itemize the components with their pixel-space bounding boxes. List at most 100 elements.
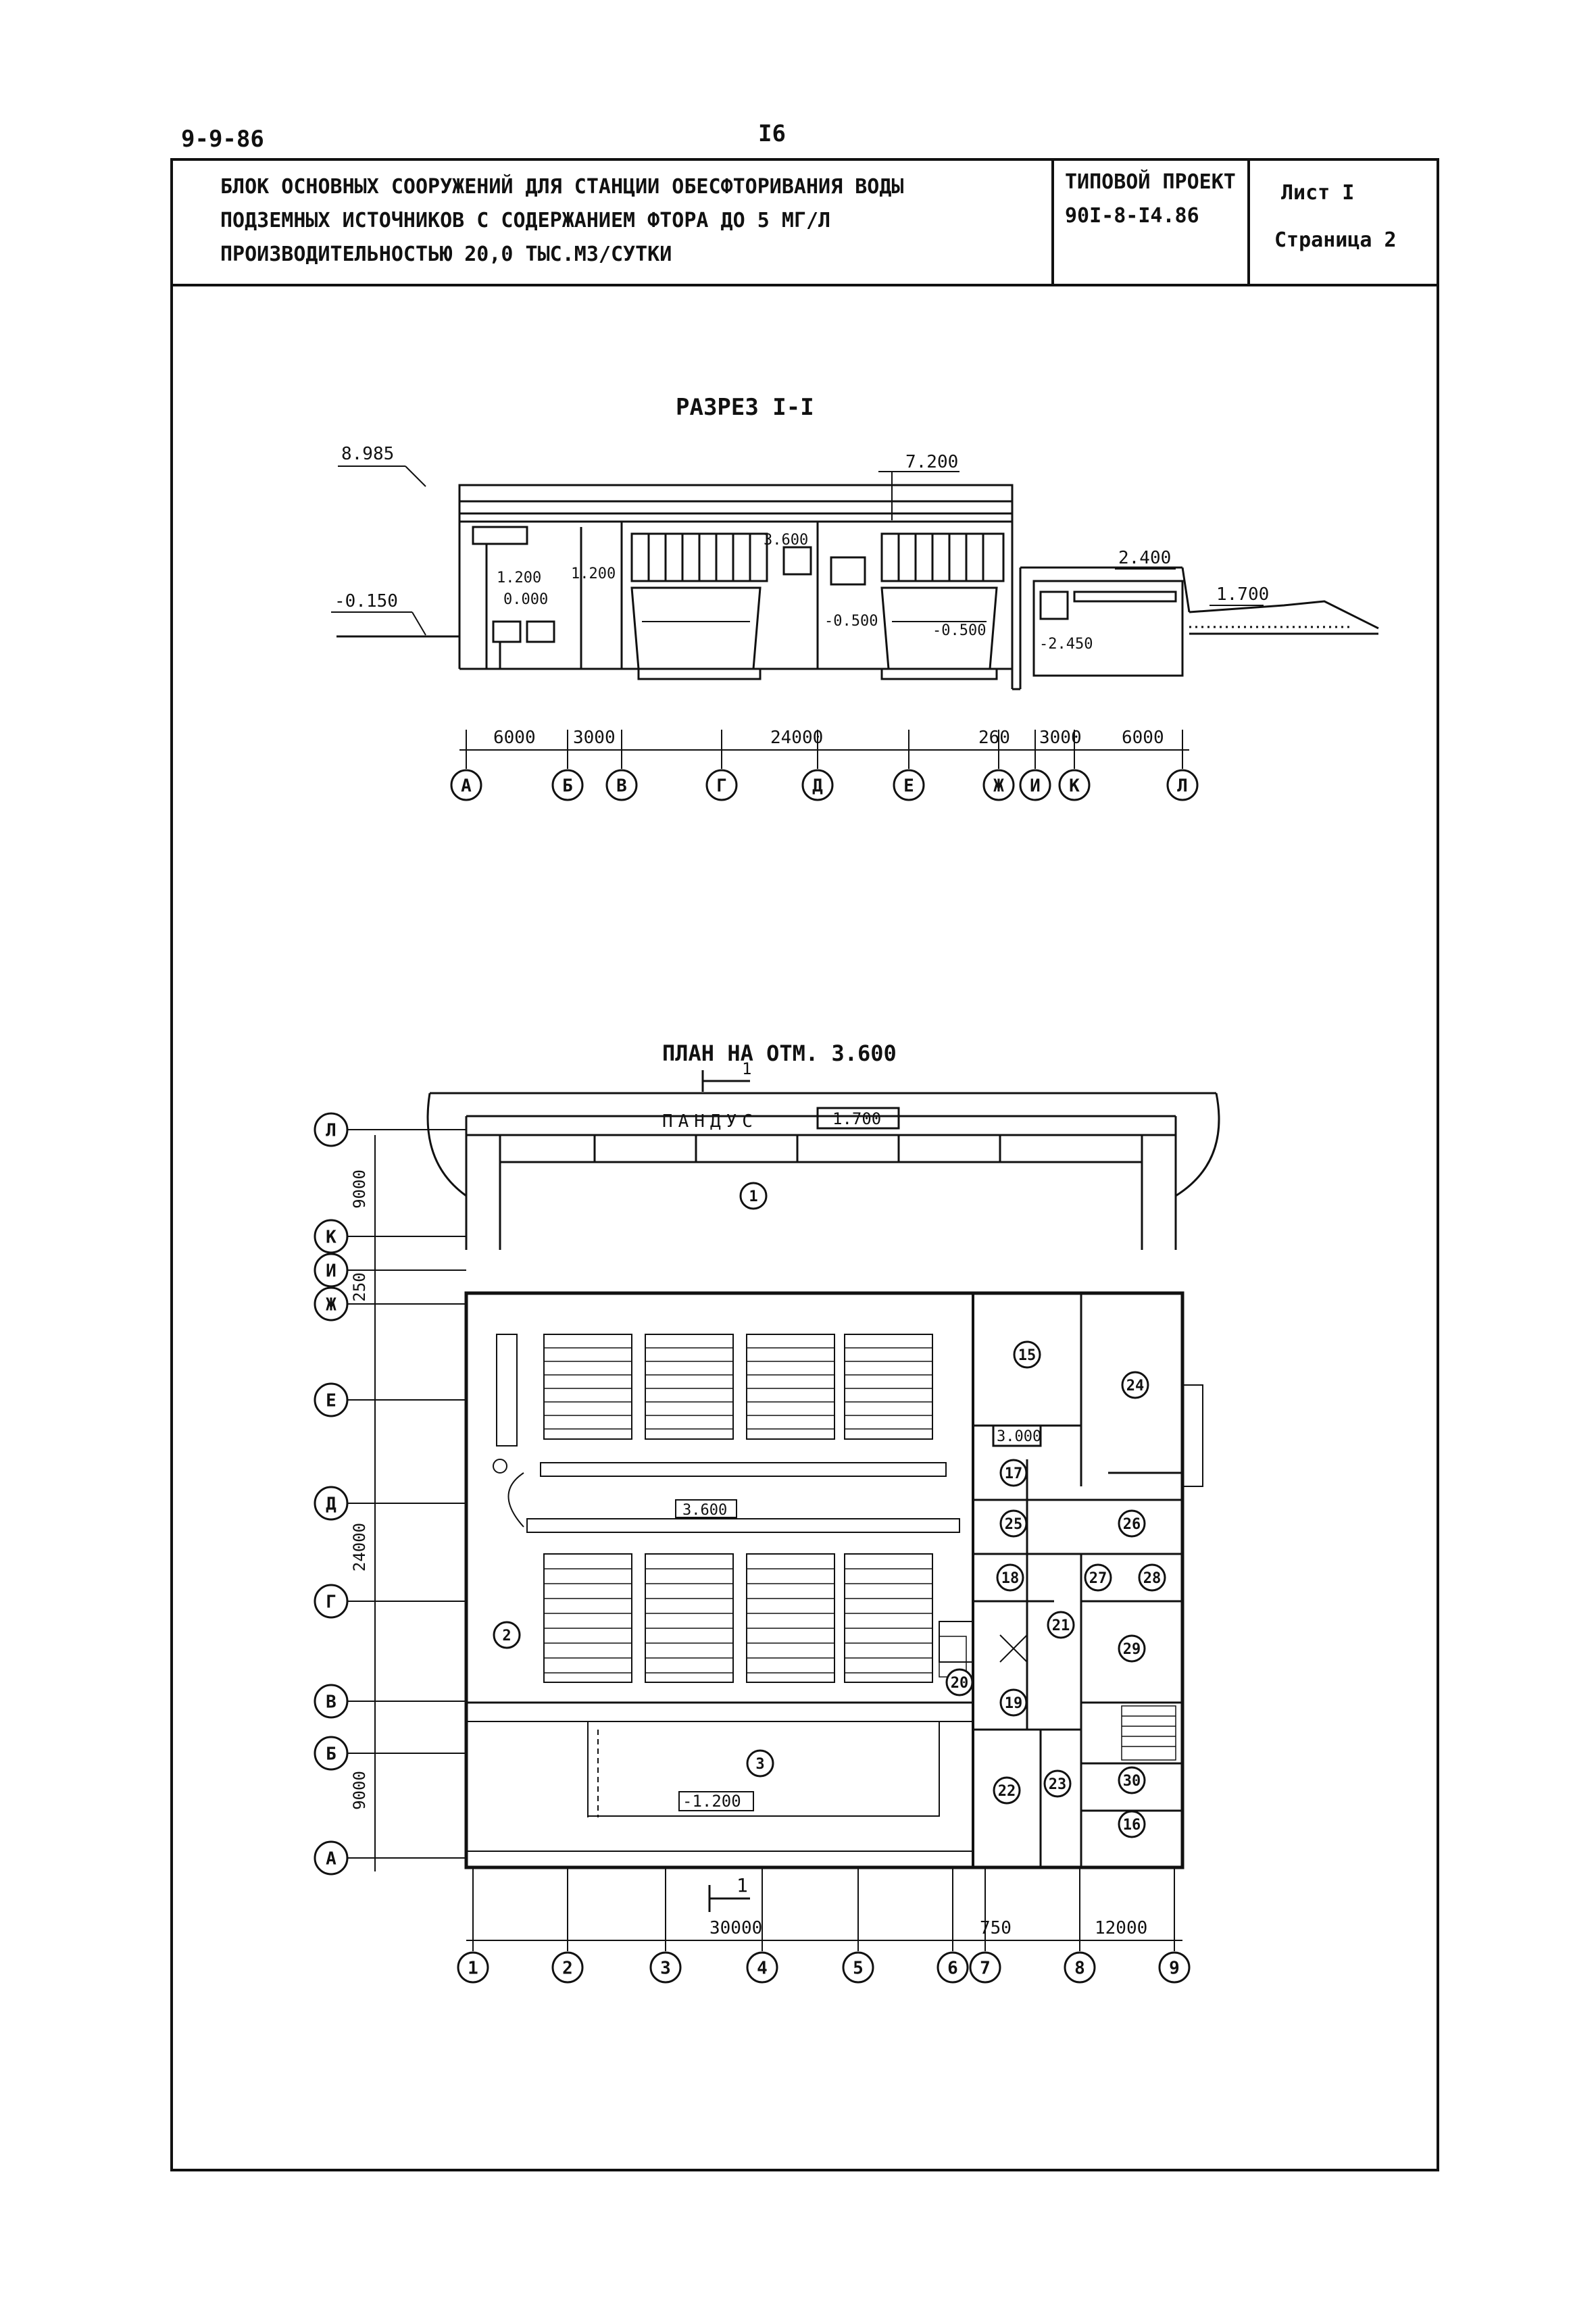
room-number-21: 21: [1047, 1611, 1075, 1639]
title-block: БЛОК ОСНОВНЫХ СООРУЖЕНИЙ ДЛЯ СТАНЦИИ ОБЕ…: [170, 158, 1439, 286]
plan-col-axis-4: 4: [746, 1951, 778, 1984]
svg-text:6: 6: [947, 1958, 958, 1978]
svg-text:Б: Б: [326, 1744, 336, 1764]
svg-text:И: И: [1030, 776, 1041, 796]
side-rooms: [939, 1293, 1203, 1867]
room-number-30: 30: [1118, 1766, 1146, 1794]
svg-text:7: 7: [980, 1958, 991, 1978]
plan-row-dim-text: 24000: [350, 1523, 369, 1571]
project-label: ТИПОВОЙ ПРОЕКТ: [1065, 170, 1236, 194]
plan-row-axis-1: Л: [314, 1112, 349, 1147]
plan-row-axis-5: Е: [314, 1382, 349, 1417]
section-elev-0000: 0.000: [503, 591, 548, 608]
svg-text:23: 23: [1049, 1776, 1067, 1793]
section-dim-text: 3000: [573, 728, 616, 748]
plan-col-axis-3: 3: [649, 1951, 682, 1984]
svg-text:4: 4: [757, 1958, 768, 1978]
plan-col-axis-6: 6: [937, 1951, 969, 1984]
title-divider-2: [1247, 161, 1250, 284]
filter-beds: [493, 1334, 974, 1683]
svg-text:22: 22: [998, 1783, 1016, 1800]
title-line-1: БЛОК ОСНОВНЫХ СООРУЖЕНИЙ ДЛЯ СТАНЦИИ ОБЕ…: [220, 175, 904, 199]
section-axis-1: А: [450, 769, 482, 801]
room-number-24: 24: [1121, 1371, 1149, 1399]
plan-title-section-mark: 1: [701, 1059, 751, 1092]
title-divider-1: [1051, 161, 1054, 284]
svg-text:А: А: [326, 1848, 336, 1869]
room-number-3: 3: [746, 1749, 774, 1778]
svg-text:В: В: [616, 776, 627, 796]
svg-text:16: 16: [1123, 1817, 1141, 1834]
plan-row-dim-text: 9000: [350, 1771, 369, 1810]
plan-title-mark-number: 1: [742, 1059, 751, 1078]
section-elev-neg2450: -2.450: [1039, 636, 1093, 653]
svg-text:А: А: [461, 776, 472, 796]
section-elev-1700: 1.700: [1216, 584, 1269, 605]
section-elev-3600: 3.600: [764, 532, 808, 549]
svg-text:Г: Г: [326, 1592, 336, 1612]
svg-text:26: 26: [1123, 1516, 1141, 1533]
section-elev-neg0500-b: -0.500: [932, 622, 986, 639]
page-label: Страница 2: [1274, 228, 1397, 252]
ramp-elev: 1.700: [832, 1109, 881, 1128]
plan-section-marker-bottom: 1: [708, 1874, 750, 1912]
svg-text:24: 24: [1126, 1378, 1145, 1394]
svg-text:К: К: [1069, 776, 1080, 796]
doc-code: 9-9-86: [181, 126, 264, 153]
svg-text:8: 8: [1074, 1958, 1085, 1978]
room-number-23: 23: [1043, 1769, 1072, 1798]
section-axis-7: Ж: [982, 769, 1015, 801]
plan-bottom-mark-number: 1: [737, 1874, 748, 1896]
ramp-label: ПАНДУС: [662, 1111, 758, 1132]
section-elev-1200-a: 1.200: [497, 570, 541, 586]
room-number-2: 2: [493, 1621, 521, 1649]
svg-text:9: 9: [1169, 1958, 1180, 1978]
room-number-25: 25: [999, 1509, 1028, 1538]
plan-row-axis-3: И: [314, 1253, 349, 1288]
svg-text:30: 30: [1123, 1773, 1141, 1790]
svg-text:21: 21: [1052, 1617, 1070, 1634]
svg-text:28: 28: [1143, 1570, 1162, 1587]
plan-row-axis-2: К: [314, 1219, 349, 1254]
svg-text:В: В: [326, 1692, 336, 1712]
svg-text:17: 17: [1005, 1465, 1023, 1482]
title-text: БЛОК ОСНОВНЫХ СООРУЖЕНИЙ ДЛЯ СТАНЦИИ ОБЕ…: [220, 170, 1214, 272]
plan-row-dim-text: 250: [350, 1272, 369, 1301]
project-number: 90I-8-I4.86: [1065, 204, 1199, 228]
plan-col-axis-9: 9: [1158, 1951, 1191, 1984]
svg-text:25: 25: [1005, 1516, 1023, 1533]
svg-text:5: 5: [853, 1958, 864, 1978]
room-number-19: 19: [999, 1688, 1028, 1717]
section-title: РАЗРЕЗ I-I: [676, 394, 814, 421]
plan-title: ПЛАН НА ОТМ. 3.600: [662, 1040, 897, 1066]
svg-text:19: 19: [1005, 1695, 1023, 1712]
plan-col-axis-2: 2: [551, 1951, 584, 1984]
svg-text:Д: Д: [326, 1494, 336, 1514]
svg-text:Е: Е: [903, 776, 914, 796]
svg-text:Л: Л: [1177, 776, 1188, 796]
plan-row-axis-9: Б: [314, 1736, 349, 1771]
plan-col-axis-1: 1: [457, 1951, 489, 1984]
svg-text:29: 29: [1123, 1641, 1141, 1658]
section-elev-neg0500-a: -0.500: [824, 613, 878, 630]
svg-text:Б: Б: [562, 776, 573, 796]
svg-text:К: К: [326, 1227, 336, 1247]
plan-col-axis-5: 5: [842, 1951, 874, 1984]
section-elev-8985: 8.985: [341, 444, 394, 464]
section-axis-4: Г: [705, 769, 738, 801]
section-dim-text: 6000: [1122, 728, 1164, 748]
svg-text:1: 1: [468, 1958, 478, 1978]
svg-text:Ж: Ж: [993, 776, 1004, 796]
sheet-label: Лист I: [1281, 181, 1355, 205]
section-elev-7200: 7.200: [905, 452, 958, 472]
room-number-16: 16: [1118, 1810, 1146, 1838]
plan-row-axis-8: В: [314, 1684, 349, 1719]
plan-elev-main: 3.600: [682, 1502, 727, 1519]
section-axis-3: В: [605, 769, 638, 801]
section-axis-5: Д: [801, 769, 834, 801]
plan-row-dim-text: 9000: [350, 1169, 369, 1209]
ground-line: [336, 600, 1379, 638]
page-number: I6: [758, 120, 786, 147]
title-line-2: ПОДЗЕМНЫХ ИСТОЧНИКОВ С СОДЕРЖАНИЕМ ФТОРА…: [220, 209, 831, 232]
room-number-15: 15: [1013, 1340, 1041, 1369]
